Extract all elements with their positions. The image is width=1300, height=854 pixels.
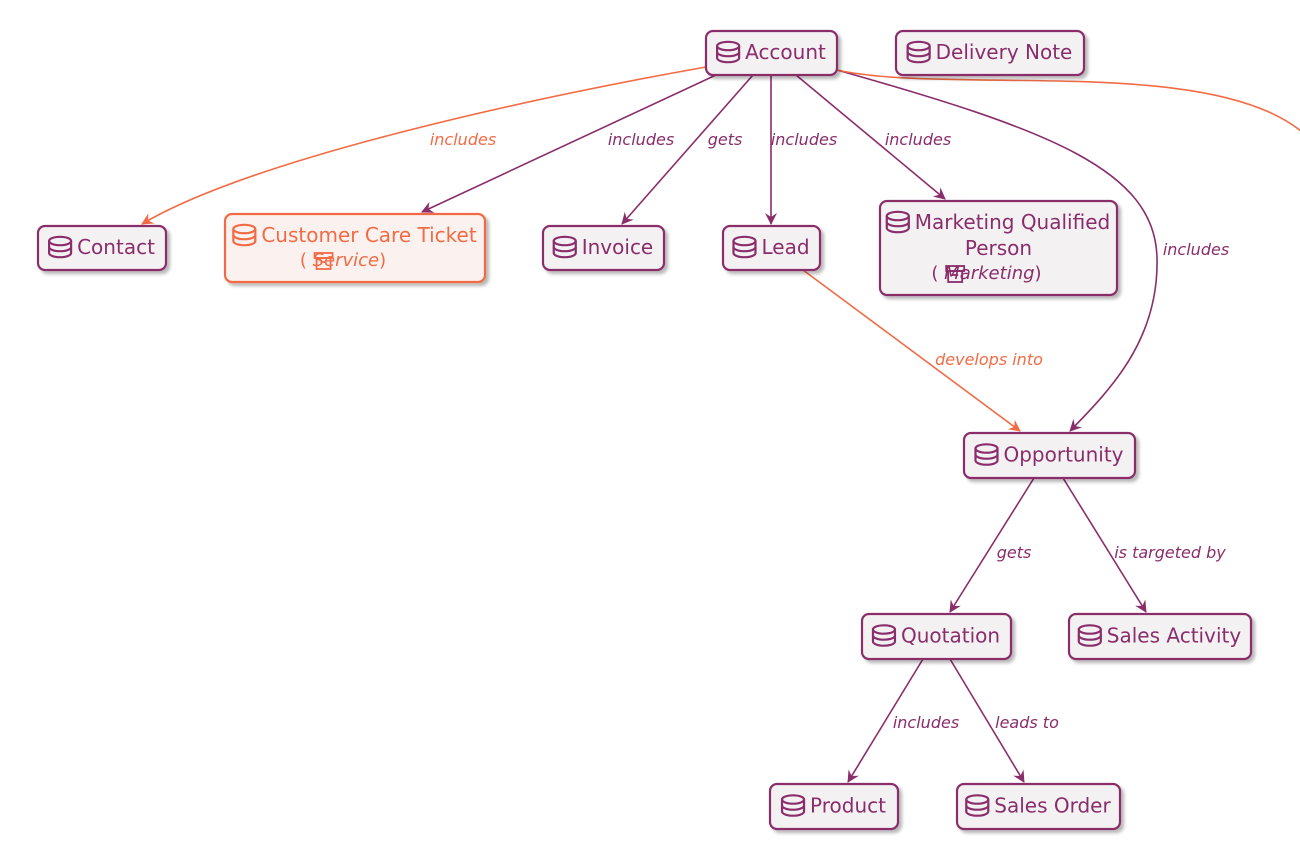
- edge-quotation-product: includes: [847, 658, 959, 783]
- database-icon: [552, 235, 577, 259]
- edge-label: includes: [893, 713, 959, 732]
- edge-opportunity-quotation: gets: [949, 477, 1035, 613]
- archive-box-icon: [945, 265, 966, 283]
- edge-label: leads to: [995, 713, 1059, 732]
- edge-account-lead: includes: [765, 75, 837, 225]
- node-label: Customer Care Ticket: [261, 223, 477, 247]
- node-quotation[interactable]: Quotation: [860, 612, 1013, 661]
- database-icon: [871, 624, 897, 647]
- node-label: Account: [745, 40, 826, 64]
- database-icon: [974, 443, 999, 466]
- node-label: Marketing Qualified: [915, 210, 1110, 234]
- node-account[interactable]: Account: [704, 29, 839, 77]
- node-module: ( Marketing): [931, 263, 1041, 284]
- edge-account-contact: includes: [141, 66, 707, 225]
- edge-label: includes: [771, 130, 837, 149]
- database-icon: [780, 794, 806, 817]
- database-icon: [732, 235, 757, 259]
- node-contact[interactable]: Contact: [36, 224, 168, 272]
- node-sales-order[interactable]: Sales Order: [955, 782, 1122, 831]
- edge-account-offscreen: [836, 69, 1300, 132]
- edge-quotation-sales-order: leads to: [949, 658, 1059, 783]
- edge-opportunity-sales-activity: is targeted by: [1062, 477, 1226, 613]
- node-label: Quotation: [901, 624, 1000, 648]
- node-label: Product: [810, 794, 886, 818]
- edge-label: is targeted by: [1114, 543, 1226, 562]
- node-invoice[interactable]: Invoice: [541, 224, 666, 272]
- database-icon: [232, 223, 257, 247]
- edges-layer: includes includes gets includes includes incl…: [141, 66, 1300, 783]
- edge-label: gets: [997, 543, 1032, 562]
- database-icon: [1077, 624, 1102, 647]
- node-module: ( Service): [300, 250, 386, 271]
- database-icon: [965, 794, 990, 817]
- edge-account-invoice: gets: [621, 74, 754, 225]
- node-label: Delivery Note: [936, 40, 1073, 64]
- edge-label: includes: [430, 130, 496, 149]
- edge-label: includes: [885, 130, 951, 149]
- edge-label: gets: [708, 130, 743, 149]
- node-label: Sales Order: [994, 794, 1111, 818]
- node-label: Contact: [77, 235, 155, 259]
- node-label: Person: [965, 236, 1032, 260]
- edge-label: includes: [1163, 240, 1229, 259]
- node-customer-care-ticket[interactable]: Customer Care Ticket ( Service): [223, 212, 487, 284]
- node-label: Sales Activity: [1107, 624, 1242, 648]
- node-product[interactable]: Product: [768, 782, 900, 831]
- edge-account-ticket: includes: [421, 74, 717, 213]
- database-icon: [885, 210, 910, 234]
- node-sales-activity[interactable]: Sales Activity: [1067, 612, 1253, 661]
- node-delivery-note[interactable]: Delivery Note: [894, 29, 1086, 77]
- database-icon: [716, 40, 741, 64]
- node-label: Opportunity: [1003, 443, 1123, 467]
- node-label: Invoice: [582, 235, 654, 259]
- edge-account-mqp: includes: [795, 74, 951, 200]
- node-label: Lead: [761, 235, 809, 259]
- database-icon: [906, 40, 931, 64]
- database-icon: [47, 235, 73, 259]
- node-opportunity[interactable]: Opportunity: [962, 431, 1137, 480]
- edge-lead-opportunity: develops into: [802, 269, 1043, 432]
- archive-box-icon: [313, 252, 334, 270]
- edge-label: includes: [608, 130, 674, 149]
- node-lead[interactable]: Lead: [721, 224, 822, 272]
- edge-label: develops into: [935, 350, 1043, 369]
- edge-account-opportunity: includes: [836, 69, 1229, 432]
